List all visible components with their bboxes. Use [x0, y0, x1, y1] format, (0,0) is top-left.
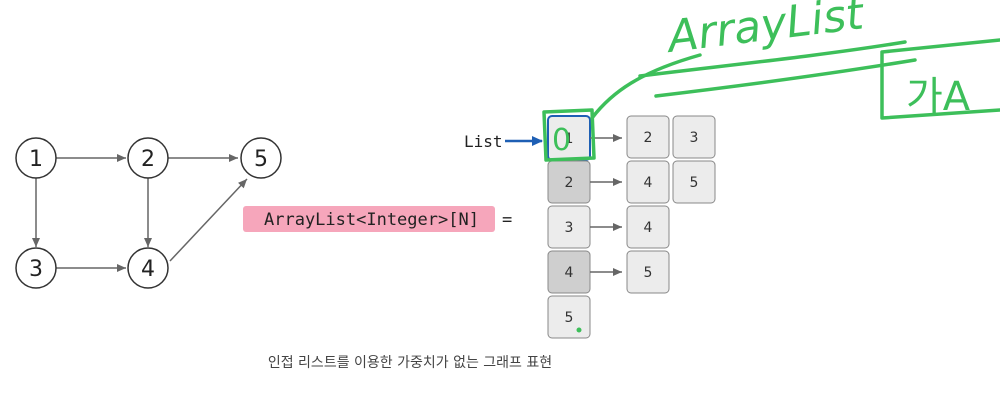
neighbor-cell-label: 4: [644, 175, 653, 191]
pink-highlight: [243, 206, 495, 232]
index-cell-5: 5: [547, 295, 591, 339]
neighbor-cell-1-2: 3: [672, 115, 716, 159]
list-pointer: List: [464, 132, 543, 151]
green-curve-stroke: [590, 53, 702, 120]
graph-node-1: 1: [15, 137, 57, 179]
node-label: 3: [29, 257, 43, 282]
index-column: 1 2 3 4 5: [547, 115, 591, 339]
graph-node-4: 4: [127, 247, 169, 289]
index-cell-label: 3: [565, 220, 574, 236]
diagram-caption: 인접 리스트를 이용한 가중치가 없는 그래프 표현: [267, 355, 553, 371]
equals-sign: =: [502, 210, 512, 230]
index-overwrite-note: 0: [552, 123, 571, 158]
neighbor-cell-label: 5: [690, 175, 699, 191]
green-box-stroke: [542, 108, 596, 162]
neighbor-cell-label: 5: [644, 265, 653, 281]
graph-node-3: 3: [15, 247, 57, 289]
boxed-note: 가A: [906, 74, 971, 120]
neighbor-cell-label: 4: [644, 220, 653, 236]
green-dot: [576, 327, 582, 333]
handwritten-annotations: 0 ArrayList 가A: [542, 0, 1000, 333]
neighbor-cell-4-1: 5: [626, 250, 670, 294]
node-label: 4: [141, 257, 155, 282]
graph-node-5: 5: [240, 137, 282, 179]
index-cell-label: 4: [565, 265, 574, 281]
code-label: ArrayList<Integer>[N] =: [243, 206, 512, 232]
neighbor-cell-label: 2: [644, 130, 653, 146]
neighbor-cell-1-1: 2: [626, 115, 670, 159]
list-pointer-label: List: [464, 132, 503, 151]
row-arrows: [590, 134, 622, 276]
index-cell-4: 4: [547, 250, 591, 294]
neighbor-cell-label: 3: [690, 130, 699, 146]
green-underline-2: [654, 58, 917, 98]
index-cell-label: 5: [565, 310, 574, 326]
index-cell-label: 1: [565, 131, 574, 147]
neighbor-cell-2-2: 5: [672, 160, 716, 204]
graph-node-2: 2: [127, 137, 169, 179]
neighbor-cell-3-1: 4: [626, 205, 670, 249]
graph-edges: [32, 154, 248, 272]
neighbor-cell-2-1: 4: [626, 160, 670, 204]
node-label: 5: [254, 147, 268, 172]
index-cell-label: 2: [565, 175, 574, 191]
index-cell-3: 3: [547, 205, 591, 249]
node-label: 1: [29, 147, 43, 172]
index-cell-2: 2: [547, 160, 591, 204]
neighbor-cells: 2 3 4 5 4 5: [626, 115, 716, 294]
code-label-text: ArrayList<Integer>[N]: [264, 210, 479, 230]
arraylist-note: ArrayList: [662, 0, 868, 63]
green-underline-1: [638, 40, 907, 78]
green-note-box: [880, 38, 1000, 120]
edge-4-5: [169, 178, 248, 262]
node-label: 2: [141, 147, 155, 172]
